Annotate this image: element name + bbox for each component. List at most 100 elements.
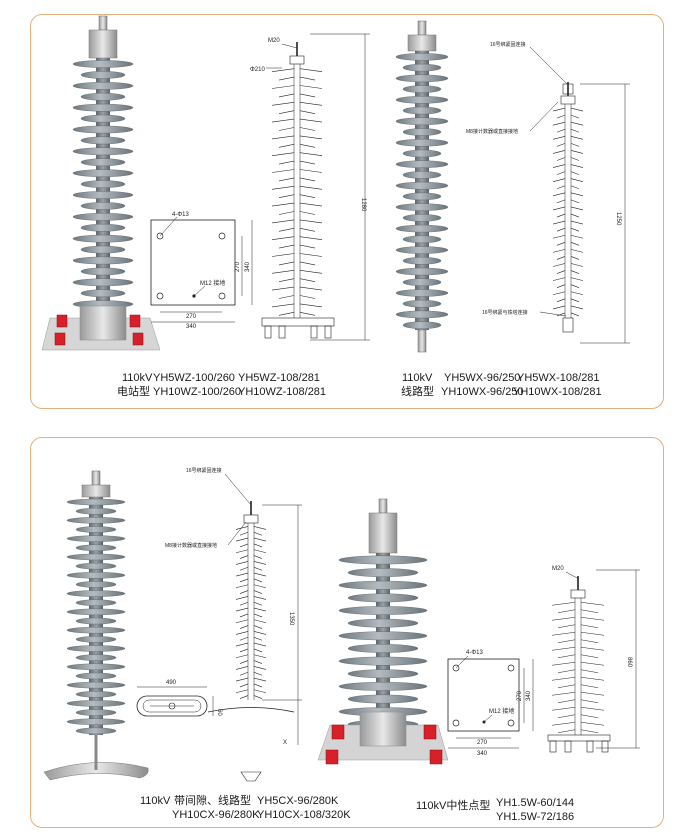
- neutral-insulating-foot: [423, 724, 437, 740]
- shed: [395, 246, 449, 254]
- shed-line: [557, 609, 599, 614]
- station-caption-voltage: 110kV: [122, 372, 153, 384]
- neutral-insulating-foot: [331, 724, 345, 740]
- shed-line: [271, 253, 323, 257]
- gap-caption-voltage: 110kV: [140, 795, 171, 807]
- shed: [338, 631, 428, 641]
- shed: [402, 192, 442, 201]
- shed-line: [557, 669, 599, 674]
- top-flange: [81, 484, 111, 498]
- neutral-arrester-outline-drawing: M20 860: [547, 566, 640, 753]
- line-bottom-note: 16号绑紧与铁塔连接: [482, 309, 528, 316]
- shed-line: [235, 642, 267, 647]
- gap-model-2: YH10CX-96/280K: [172, 809, 260, 821]
- shed-line: [278, 295, 316, 299]
- shed: [72, 60, 134, 68]
- shed-line: [271, 102, 323, 106]
- shed: [72, 103, 134, 112]
- neutral-plate-inner-width: 270: [477, 740, 488, 746]
- neutral-model-1: YH1.5W-60/144: [496, 797, 575, 809]
- station-model-3: YH5WZ-108/281: [238, 372, 320, 384]
- shed: [66, 626, 126, 634]
- plate-inner-width: 270: [186, 314, 197, 320]
- shed-line: [271, 186, 323, 190]
- shed: [402, 321, 442, 329]
- flange: [560, 95, 576, 105]
- shed: [395, 74, 449, 83]
- shed-line: [239, 590, 263, 594]
- frame-width-label: 490: [166, 680, 177, 686]
- shed: [402, 63, 442, 72]
- shed-line: [239, 636, 263, 641]
- shed-line: [271, 270, 323, 274]
- terminal-stud: [417, 20, 427, 36]
- shed-line: [556, 298, 580, 303]
- neutral-height-label: 860: [626, 657, 632, 668]
- top-flange: [88, 29, 118, 59]
- shed-line: [271, 135, 323, 140]
- shed: [402, 257, 442, 265]
- shed: [66, 681, 126, 689]
- shed-line: [552, 234, 584, 239]
- station-base-plate-diagram: 4-Φ13 M12 接地 270 340 270 340: [150, 212, 253, 330]
- shed: [347, 593, 419, 603]
- shed-line: [556, 114, 580, 119]
- shed-line: [551, 706, 605, 711]
- line-arrester-outline-drawing: 16号绑紧固连接 M8接计数器或直接接地 16号绑紧与铁塔连接 1250: [466, 41, 630, 344]
- neutral-foot-outline: [586, 740, 594, 753]
- neutral-foot-outline: [549, 740, 557, 753]
- line-model-1: YH5WX-96/250: [444, 372, 521, 384]
- shed: [66, 535, 126, 542]
- shed: [72, 234, 134, 243]
- shed: [75, 581, 117, 588]
- shed: [75, 636, 117, 643]
- shed-line: [235, 689, 267, 694]
- shed: [66, 553, 126, 561]
- shed-line: [278, 244, 316, 249]
- plate-inner-height: 270: [235, 261, 241, 272]
- shed-line: [239, 671, 263, 676]
- core-rod: [96, 58, 110, 320]
- shed-line: [271, 286, 323, 291]
- shed-line: [557, 714, 599, 719]
- insulating-foot: [132, 332, 144, 346]
- shed-line: [556, 157, 580, 161]
- shed: [395, 139, 449, 147]
- shed: [75, 672, 117, 680]
- shed: [80, 114, 126, 123]
- terminal-stud: [378, 498, 388, 514]
- core-rod: [376, 553, 390, 730]
- shed-line: [235, 572, 267, 577]
- shed-line: [556, 312, 580, 317]
- shed: [347, 669, 419, 679]
- shed: [72, 191, 134, 199]
- shed: [80, 267, 126, 276]
- shed: [338, 580, 428, 590]
- line-caption-voltage: 110kV: [402, 372, 433, 384]
- top-clamp: [562, 83, 574, 95]
- shed: [75, 507, 117, 515]
- core-rod: [415, 51, 429, 330]
- shed-line: [556, 284, 580, 288]
- shed: [75, 654, 117, 661]
- shed-line: [552, 249, 584, 253]
- shed-line: [235, 677, 267, 682]
- foot-outline: [278, 325, 286, 339]
- shed: [395, 96, 449, 104]
- line-height-label: 1250: [615, 212, 621, 226]
- shed: [66, 718, 126, 725]
- shed-line: [271, 219, 323, 224]
- shed-line: [556, 199, 580, 204]
- shed: [80, 158, 126, 167]
- shed-line: [235, 526, 267, 530]
- insulating-foot: [129, 314, 141, 328]
- line-model-3: YH5WX-108/281: [517, 372, 600, 384]
- shed: [66, 572, 126, 579]
- shed-line: [557, 654, 599, 659]
- flange: [243, 514, 259, 524]
- shed-line: [235, 537, 267, 542]
- shed: [66, 517, 126, 524]
- product-panel-110kv-gap-neutral: [30, 437, 664, 828]
- shed: [402, 85, 442, 93]
- shed: [395, 203, 449, 211]
